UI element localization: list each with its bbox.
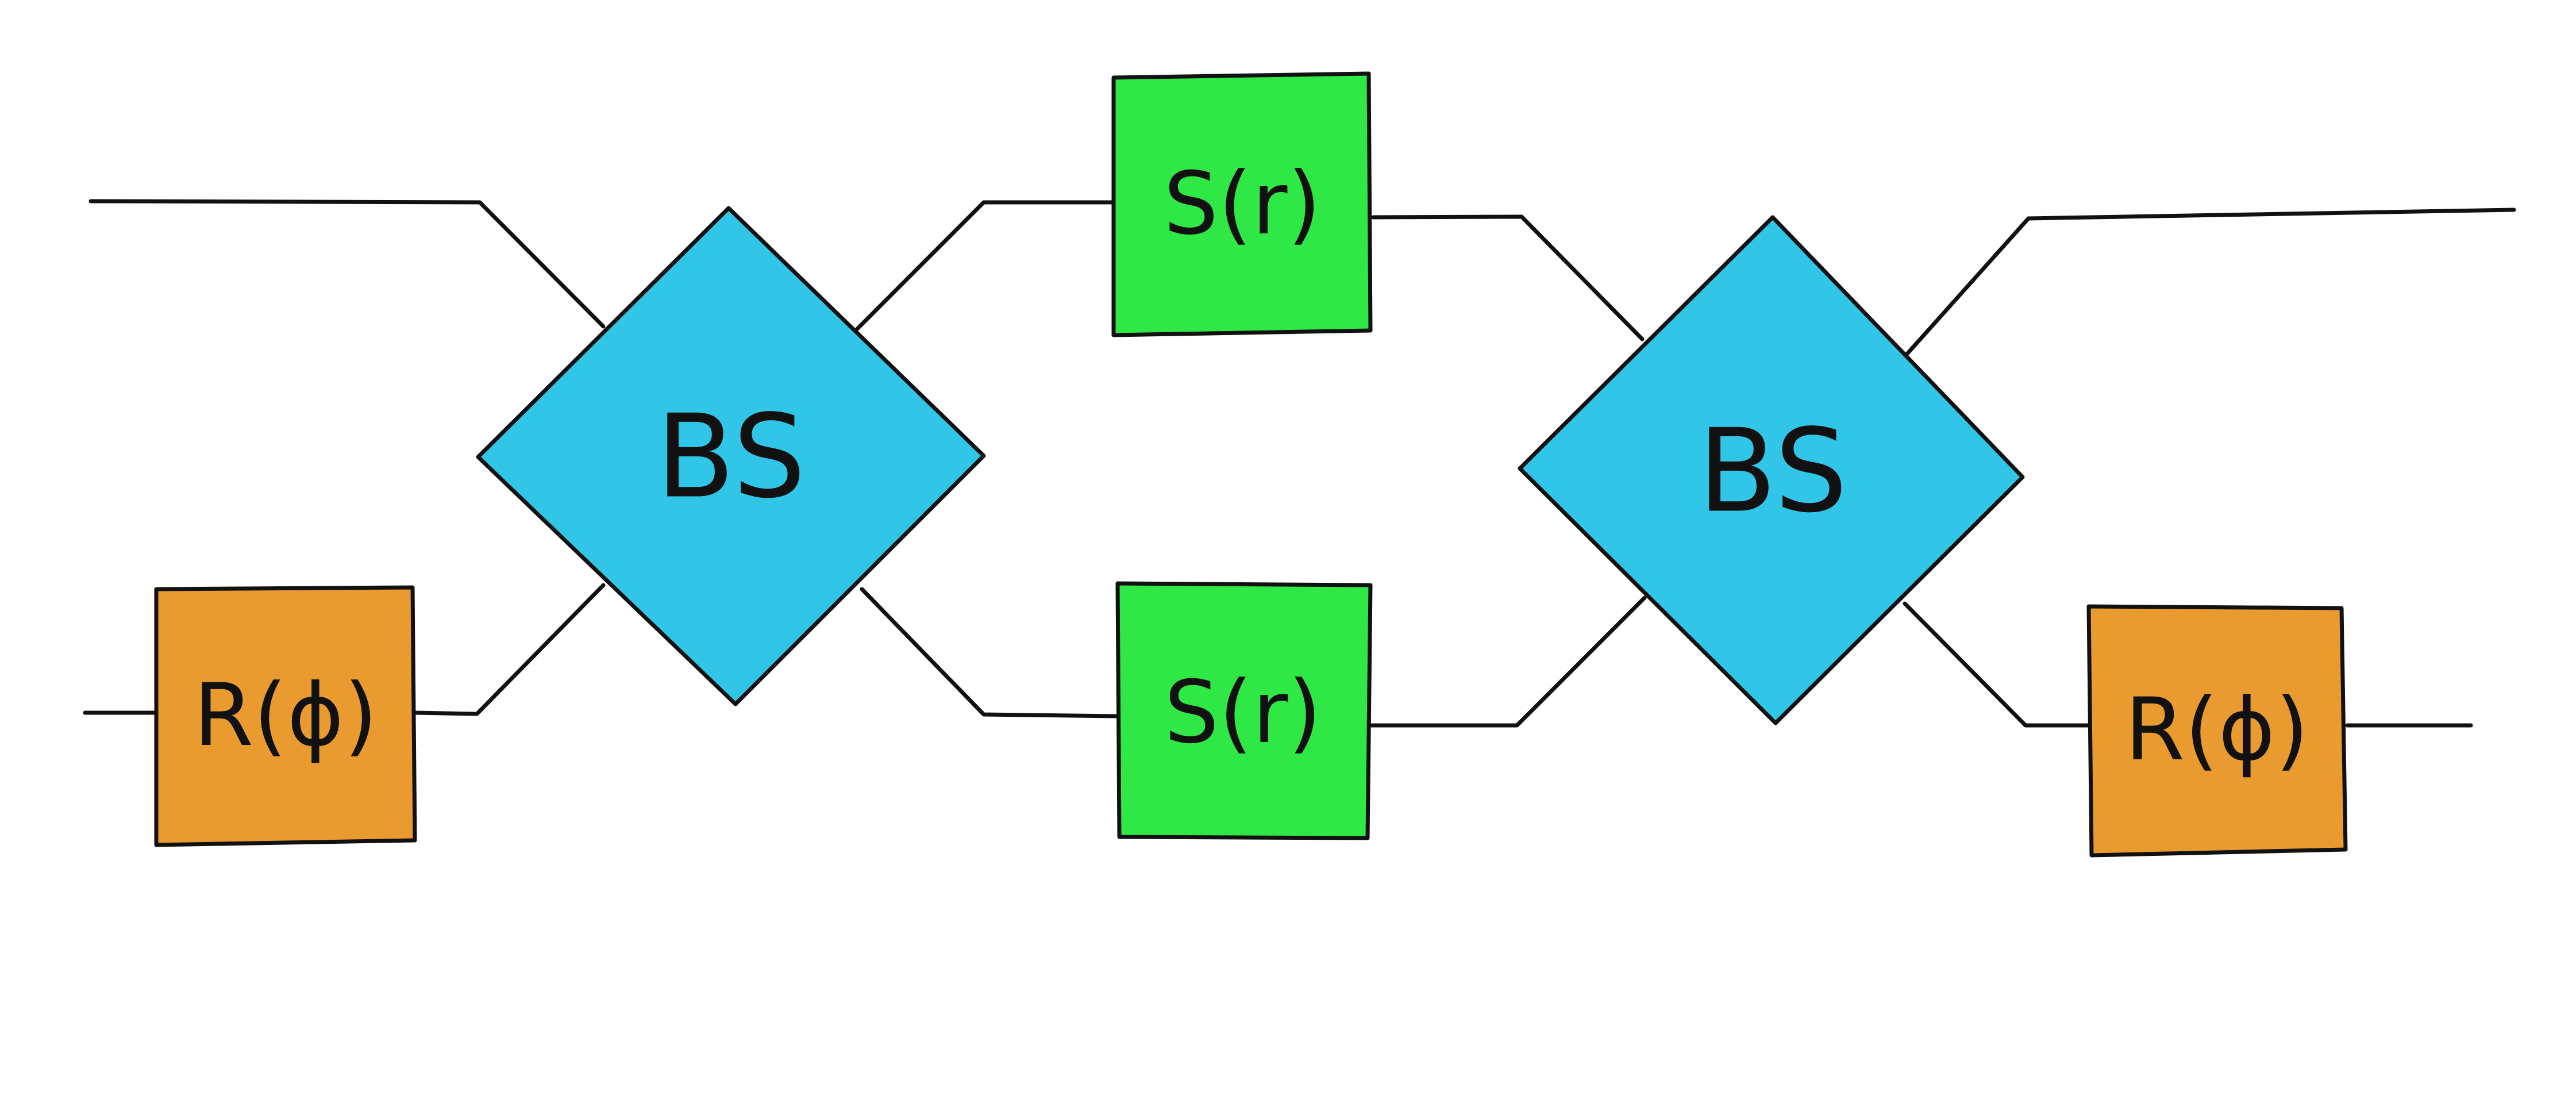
rotation-box-left <box>154 585 417 847</box>
wire-bs1-to-squeezer-top <box>855 200 1116 331</box>
wire-top-input <box>88 199 606 329</box>
beam-splitter-diamond-2 <box>1518 215 2025 725</box>
rotation-box-right <box>2086 604 2348 858</box>
wire-squeezer-bottom-to-bs2 <box>1368 595 1647 728</box>
beam-splitter-label-1: BS <box>656 390 806 524</box>
squeezer-box-top <box>1111 71 1373 337</box>
rotation-label-left: R(ϕ) <box>194 666 378 766</box>
wire-bs2-to-rotation-right <box>1903 601 2091 728</box>
wire-top-output <box>1903 207 2516 359</box>
wire-rotation-to-bs1 <box>413 583 606 716</box>
beam-splitter-2: BS <box>1518 215 2025 725</box>
squeezer-label-bottom: S(r) <box>1164 663 1322 763</box>
squeezer-box-bottom <box>1115 581 1373 840</box>
beam-splitter-1: BS <box>476 206 986 706</box>
squeezer-gate-top: S(r) <box>1111 71 1373 337</box>
beam-splitter-label-2: BS <box>1698 405 1848 539</box>
squeezer-label-top: S(r) <box>1164 154 1321 254</box>
rotation-label-right: R(ϕ) <box>2125 680 2309 780</box>
squeezer-gate-bottom: S(r) <box>1115 581 1373 840</box>
wires <box>83 199 2516 728</box>
rotation-gate-left: R(ϕ) <box>154 585 417 847</box>
wire-bs1-to-squeezer-bottom <box>860 587 1120 718</box>
wire-squeezer-top-to-bs2 <box>1371 214 1645 341</box>
rotation-gate-right: R(ϕ) <box>2086 604 2348 858</box>
beam-splitter-diamond-1 <box>476 206 986 706</box>
